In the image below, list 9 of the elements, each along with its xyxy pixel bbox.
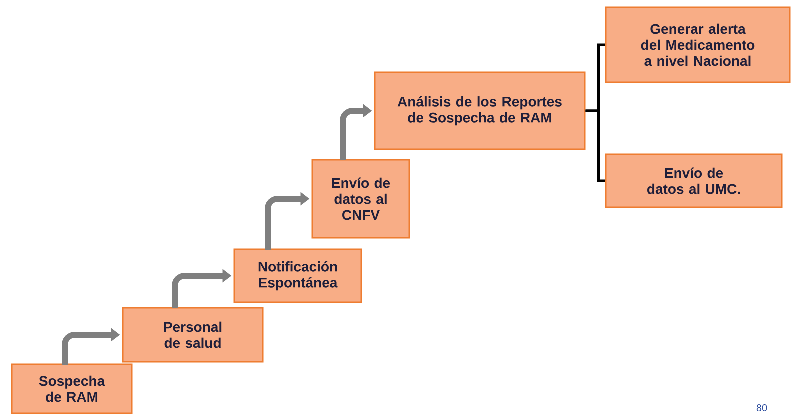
process-box: Envío de datos al UMC. xyxy=(605,154,783,208)
page-number: 80 xyxy=(756,404,768,412)
process-box: Generar alerta del Medicamento a nivel Nacional xyxy=(605,6,791,84)
process-box: Personal de salud xyxy=(122,307,264,363)
process-box: Envío de datos al CNFV xyxy=(312,159,410,239)
process-box: Sospecha de RAM xyxy=(11,364,133,414)
bracket-line xyxy=(586,110,606,182)
process-box: Análisis de los Reportes de Sospecha de RAM xyxy=(374,72,586,150)
process-box: Notificación Espontánea xyxy=(234,248,362,304)
